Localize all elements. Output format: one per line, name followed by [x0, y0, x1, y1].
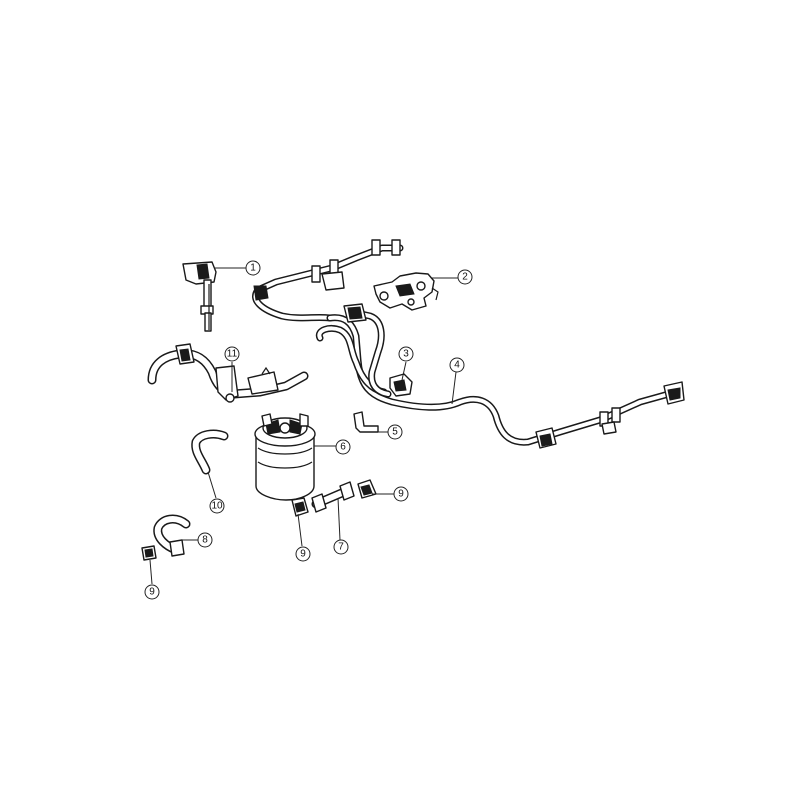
- callout-6: 6: [335, 439, 351, 455]
- callout-label: 10: [211, 501, 223, 512]
- callout-label: 5: [392, 427, 398, 438]
- part-11-hose-bracket: [147, 343, 309, 403]
- leader-lines: [149, 267, 458, 585]
- callout-9a: 9: [295, 546, 311, 562]
- part-3-clamp: [389, 373, 413, 397]
- callout-4: 4: [449, 357, 465, 373]
- callout-2: 2: [457, 269, 473, 285]
- callout-10: 10: [209, 498, 225, 514]
- part-5-bracket: [353, 411, 379, 433]
- callout-label: 3: [403, 349, 409, 360]
- part-9-clamp-c: [141, 545, 157, 561]
- callout-8: 8: [197, 532, 213, 548]
- callout-label: 9: [300, 549, 306, 560]
- part-1-sensor: [182, 261, 217, 332]
- callout-label: 4: [454, 360, 460, 371]
- part-9-clamp-a: [291, 497, 309, 517]
- callout-label: 9: [149, 587, 155, 598]
- callout-label: 9: [398, 489, 404, 500]
- callout-label: 8: [202, 535, 208, 546]
- part-6-fuel-filter: [254, 413, 316, 501]
- callout-7: 7: [333, 539, 349, 555]
- callout-label: 6: [340, 442, 346, 453]
- part-10-hose: [191, 429, 229, 475]
- part-4-fuel-line: [315, 303, 685, 449]
- callout-label: 1: [250, 263, 256, 274]
- part-7-hose: [311, 481, 355, 513]
- callout-label: 11: [227, 349, 238, 360]
- callout-9b: 9: [393, 486, 409, 502]
- callout-label: 7: [338, 542, 344, 553]
- callout-label: 2: [462, 272, 468, 283]
- callout-11: 11: [224, 346, 240, 362]
- callout-3: 3: [398, 346, 414, 362]
- part-8-elbow-hose: [153, 514, 191, 557]
- part-2-bracket: [373, 272, 439, 311]
- upper-fuel-tube: [252, 239, 404, 322]
- callout-5: 5: [387, 424, 403, 440]
- callout-1: 1: [245, 260, 261, 276]
- part-9-clamp-b: [357, 479, 377, 499]
- callout-9c: 9: [144, 584, 160, 600]
